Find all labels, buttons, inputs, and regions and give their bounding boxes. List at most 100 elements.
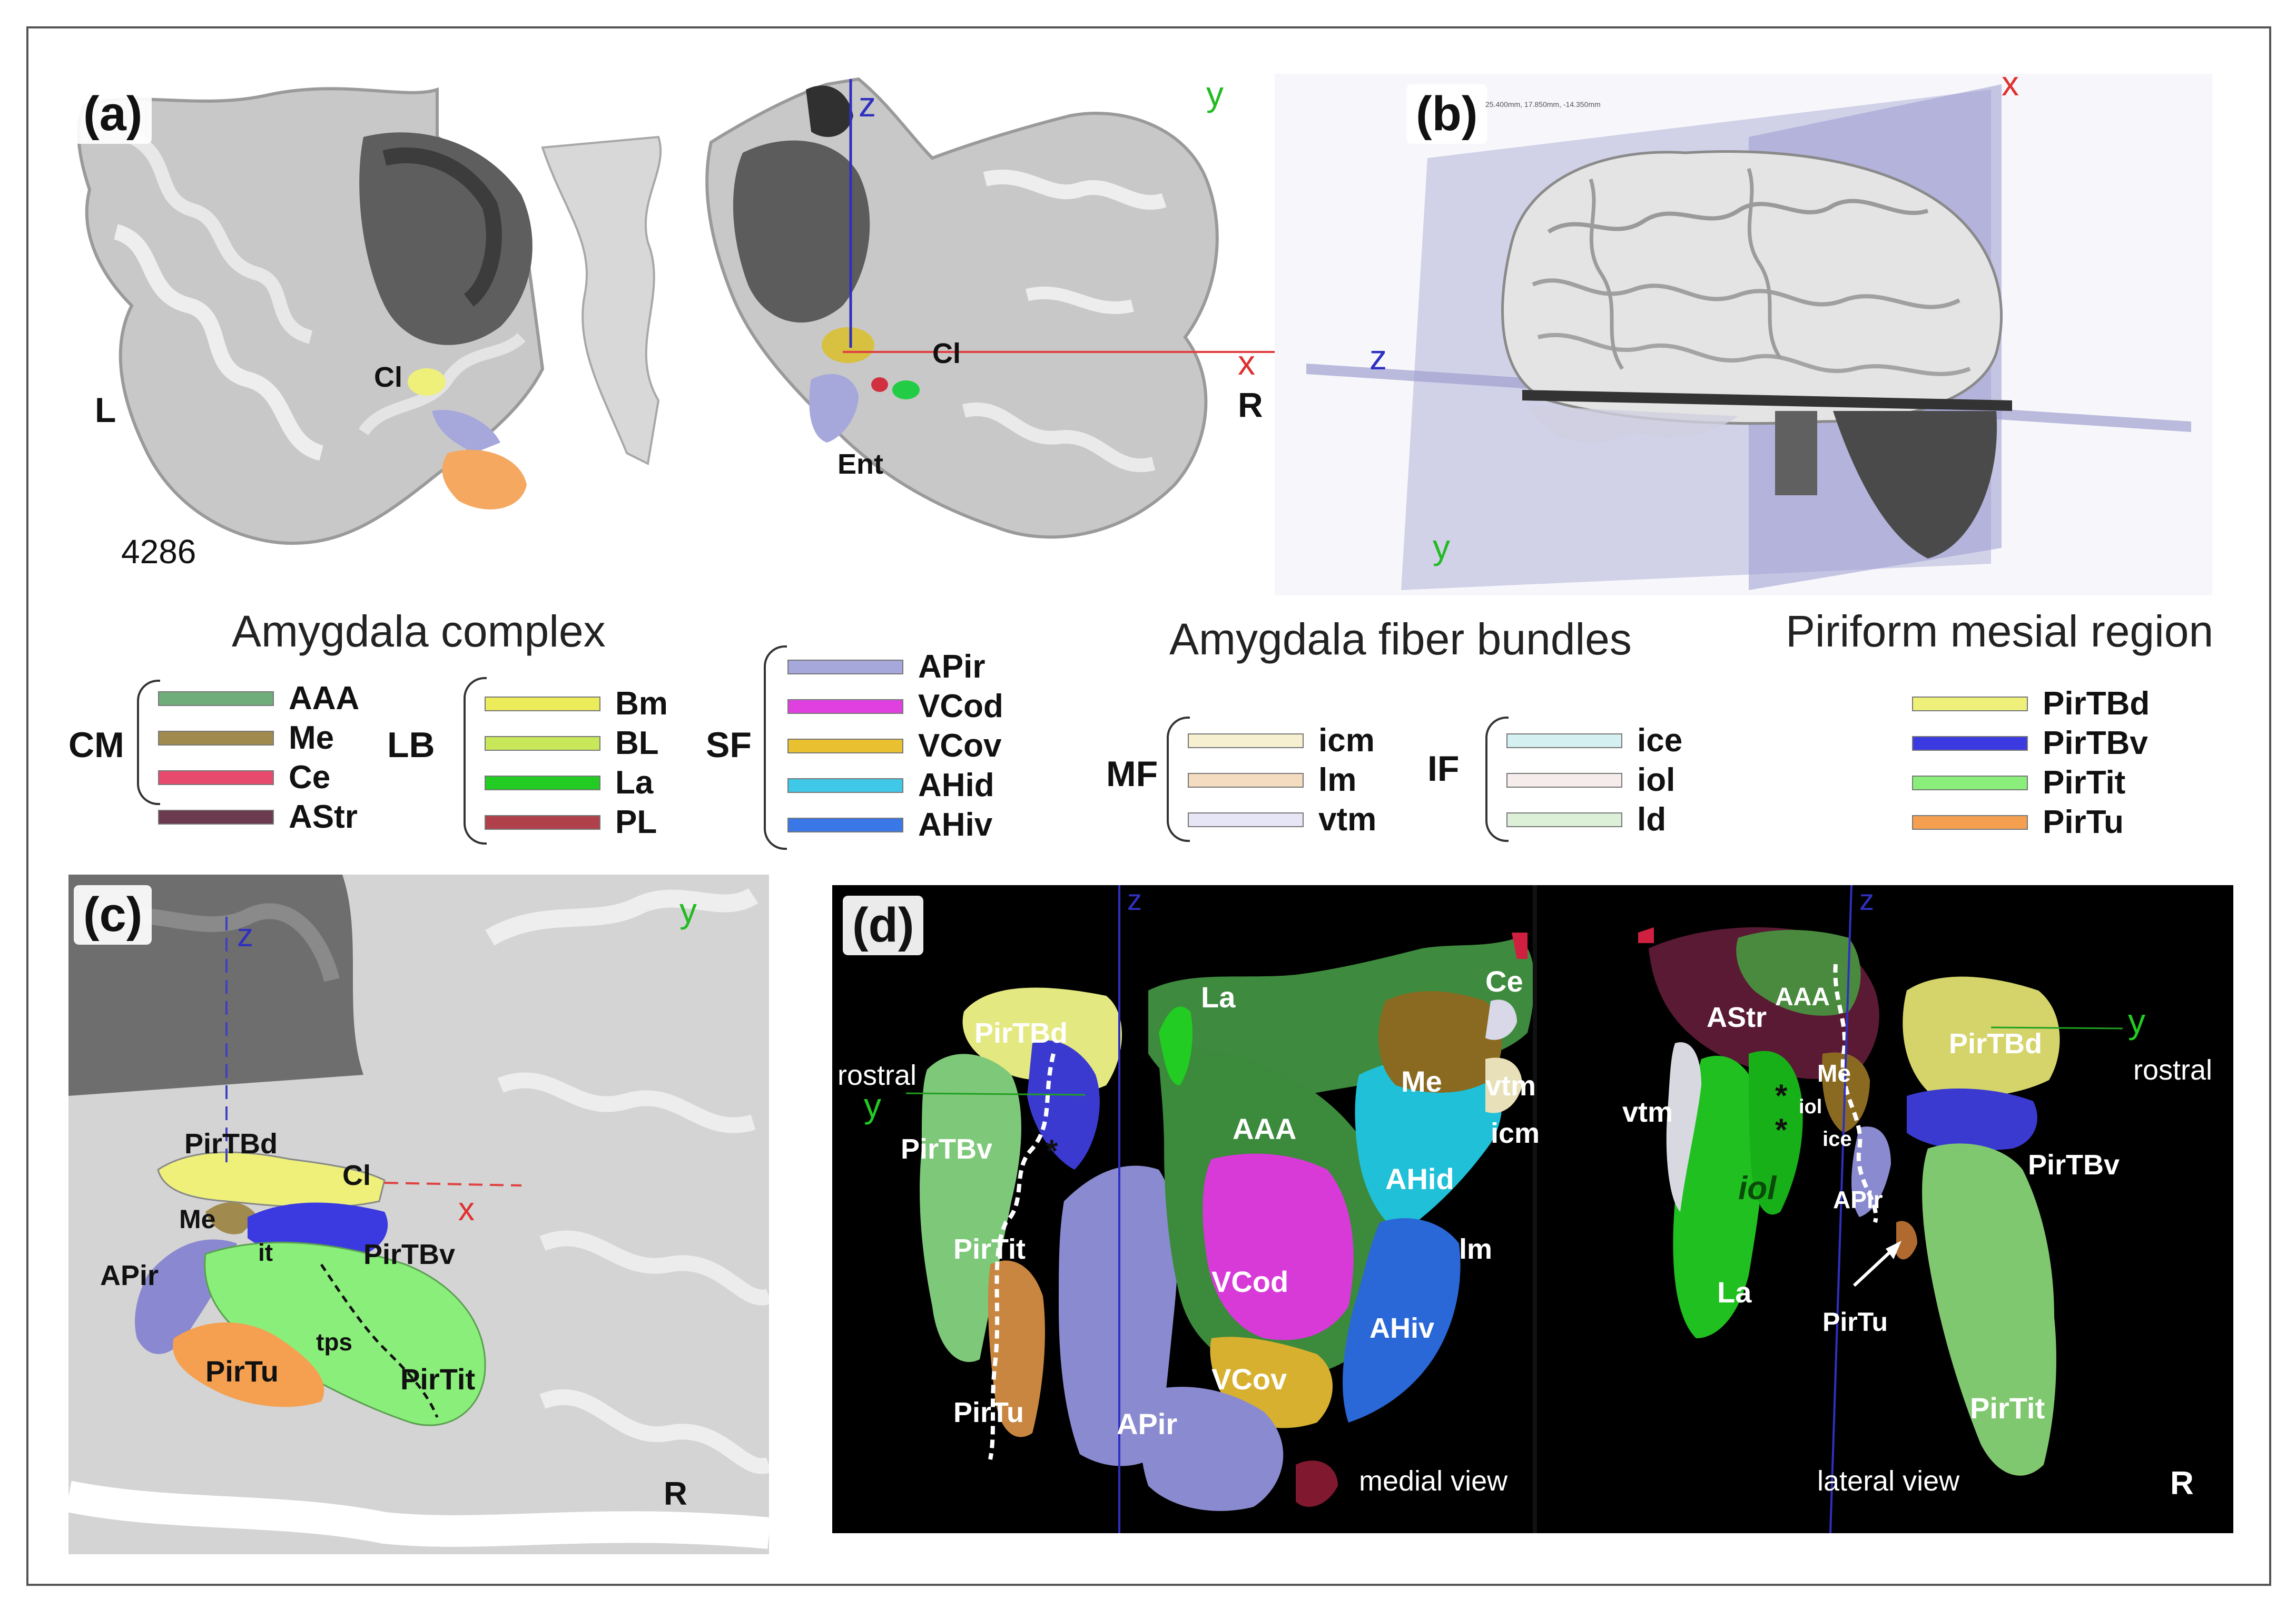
- legend-item-la: La: [485, 764, 653, 801]
- legend-item-pirtit: PirTit: [1912, 764, 2125, 801]
- legend-item-pl: PL: [485, 803, 657, 841]
- legend-swatch-lm: [1188, 772, 1304, 788]
- panel-a-cl-left: Cl: [374, 361, 402, 393]
- panel-c-label: (c): [74, 885, 152, 945]
- legend-item-ahiv: AHiv: [787, 806, 992, 844]
- legend-item-apir: APir: [787, 648, 985, 685]
- panel-d-3d-reconstruction: [905, 885, 2123, 1533]
- legend-swatch-ahid: [787, 778, 903, 793]
- panel-c-brain-slice: [68, 875, 769, 1554]
- panel-d-medial-z-axis: z: [1127, 885, 1142, 916]
- legend-item-astr: AStr: [158, 798, 358, 836]
- panel-c-me: Me: [179, 1204, 216, 1234]
- panel-d-medial-vcod: VCod: [1211, 1265, 1289, 1298]
- legend-swatch-pl: [485, 815, 600, 830]
- legend-swatch-ld: [1506, 812, 1622, 827]
- legend-label-ahiv: AHiv: [918, 807, 993, 843]
- legend-item-vcov: VCov: [787, 727, 1001, 764]
- legend-item-pirtbv: PirTBv: [1912, 724, 2148, 762]
- legend-swatch-ice: [1506, 733, 1622, 748]
- panel-c-x-axis-label: x: [458, 1191, 475, 1228]
- panel-b-label: (b): [1406, 84, 1487, 144]
- panel-c-pirtit: PirTit: [400, 1362, 476, 1396]
- panel-c-y-axis-label: y: [679, 891, 697, 930]
- panel-d-lateral-star2: *: [1775, 1112, 1788, 1148]
- legend-swatch-apir: [787, 659, 903, 674]
- legend-label-astr: AStr: [289, 799, 358, 835]
- legend-item-vtm: vtm: [1188, 801, 1376, 838]
- panel-a: (a) L R 4286 Cl Cl Ent z y x: [68, 74, 1280, 590]
- legend-label-pirtbd: PirTBd: [2043, 685, 2150, 722]
- panel-a-cl-right: Cl: [932, 338, 961, 369]
- panel-d-lateral-z-axis: z: [1859, 885, 1874, 916]
- legend-item-ce: Ce: [158, 759, 330, 796]
- panel-d-medial-lm: lm: [1459, 1233, 1493, 1265]
- legend-swatch-ahiv: [787, 817, 903, 832]
- legend-label-bm: Bm: [615, 685, 668, 722]
- legend-item-ice: ice: [1506, 722, 1682, 759]
- panel-d-lateral-pirtit: PirTit: [1970, 1391, 2045, 1425]
- legend-bracket-if: [1485, 717, 1509, 842]
- panel-b-viewer-coords: 25.400mm, 17.850mm, -14.350mm: [1485, 100, 1601, 109]
- panel-d-lateral-star1: *: [1775, 1078, 1788, 1113]
- panel-d-medial-aaa: AAA: [1233, 1112, 1297, 1145]
- legend-label-pirtit: PirTit: [2043, 764, 2126, 801]
- panel-d-medial-y-axis: y: [864, 1086, 881, 1125]
- legend-item-bm: Bm: [485, 685, 668, 722]
- legend-group-sf: SF: [706, 725, 752, 765]
- legend-swatch-vtm: [1188, 812, 1304, 827]
- panel-d-lateral-astr: AStr: [1707, 1002, 1767, 1033]
- legend-label-la: La: [615, 764, 654, 801]
- legend-swatch-bl: [485, 736, 600, 751]
- legend-label-apir: APir: [918, 649, 986, 685]
- panel-b-3d-brain: [1306, 84, 2191, 590]
- panel-c-it: it: [258, 1239, 273, 1266]
- panel-b-z-axis-label: z: [1369, 338, 1387, 377]
- legend-swatch-la: [485, 775, 600, 790]
- panel-d-medial-apir: APir: [1117, 1407, 1178, 1440]
- panel-d-medial-ahid: AHid: [1385, 1162, 1454, 1195]
- panel-d-medial-pirtu: PirTu: [953, 1397, 1024, 1428]
- legend-label-ce: Ce: [289, 759, 331, 796]
- panel-d-lateral-apir: APir: [1833, 1186, 1883, 1213]
- legend-item-iol: iol: [1506, 761, 1675, 799]
- legend-label-vcod: VCod: [918, 688, 1003, 724]
- panel-d-lateral-ice: ice: [1822, 1128, 1852, 1151]
- panel-a-label: (a): [74, 84, 152, 144]
- legend-item-pirtu: PirTu: [1912, 803, 2124, 841]
- legend-bracket-mf: [1167, 717, 1190, 842]
- panel-d-medial-ahiv: AHiv: [1369, 1312, 1435, 1344]
- panel-d-medial-me: Me: [1401, 1065, 1442, 1098]
- panel-d-lateral-pirtbv: PirTBv: [2028, 1149, 2120, 1181]
- panel-d-lateral-rostral: rostral: [2133, 1054, 2213, 1086]
- legend-bracket-cm: [137, 680, 160, 805]
- panel-d-medial-icm: icm: [1491, 1117, 1540, 1149]
- legend-label-bl: BL: [615, 725, 659, 761]
- legend-item-icm: icm: [1188, 722, 1375, 759]
- panel-d-lateral-r: R: [2170, 1465, 2194, 1502]
- panel-d-medial-pirtit: PirTit: [953, 1233, 1026, 1265]
- panel-c-pirtu: PirTu: [205, 1355, 279, 1388]
- legend-label-pirtbv: PirTBv: [2043, 725, 2148, 761]
- panel-d-medial-star: *: [1046, 1133, 1058, 1169]
- panel-c-cl: Cl: [342, 1160, 371, 1191]
- legend-item-lm: lm: [1188, 761, 1356, 799]
- legend-title-fiber-bundles: Amygdala fiber bundles: [1169, 614, 1632, 664]
- legend-group-lb: LB: [387, 725, 435, 765]
- panel-c-z-axis-label: z: [237, 917, 253, 954]
- panel-d-medial-la: La: [1201, 981, 1236, 1014]
- panel-a-section-number: 4286: [121, 533, 196, 571]
- panel-a-z-axis-label: z: [859, 85, 876, 124]
- legend-label-iol: iol: [1637, 762, 1676, 798]
- panel-a-x-axis-label: x: [1238, 343, 1255, 382]
- legend-label-ahid: AHid: [918, 767, 994, 803]
- panel-d-medial-rostral: rostral: [837, 1060, 917, 1091]
- panel-d-medial-vtm: vtm: [1485, 1070, 1536, 1102]
- legend-label-aaa: AAA: [289, 680, 360, 717]
- panel-a-brain-slice: [77, 77, 1280, 545]
- legend-swatch-me: [158, 730, 274, 746]
- legend-swatch-astr: [158, 809, 274, 825]
- legend-swatch-ce: [158, 770, 274, 785]
- legend-swatch-aaa: [158, 691, 274, 706]
- panel-d-lateral-pirtu: PirTu: [1822, 1307, 1888, 1337]
